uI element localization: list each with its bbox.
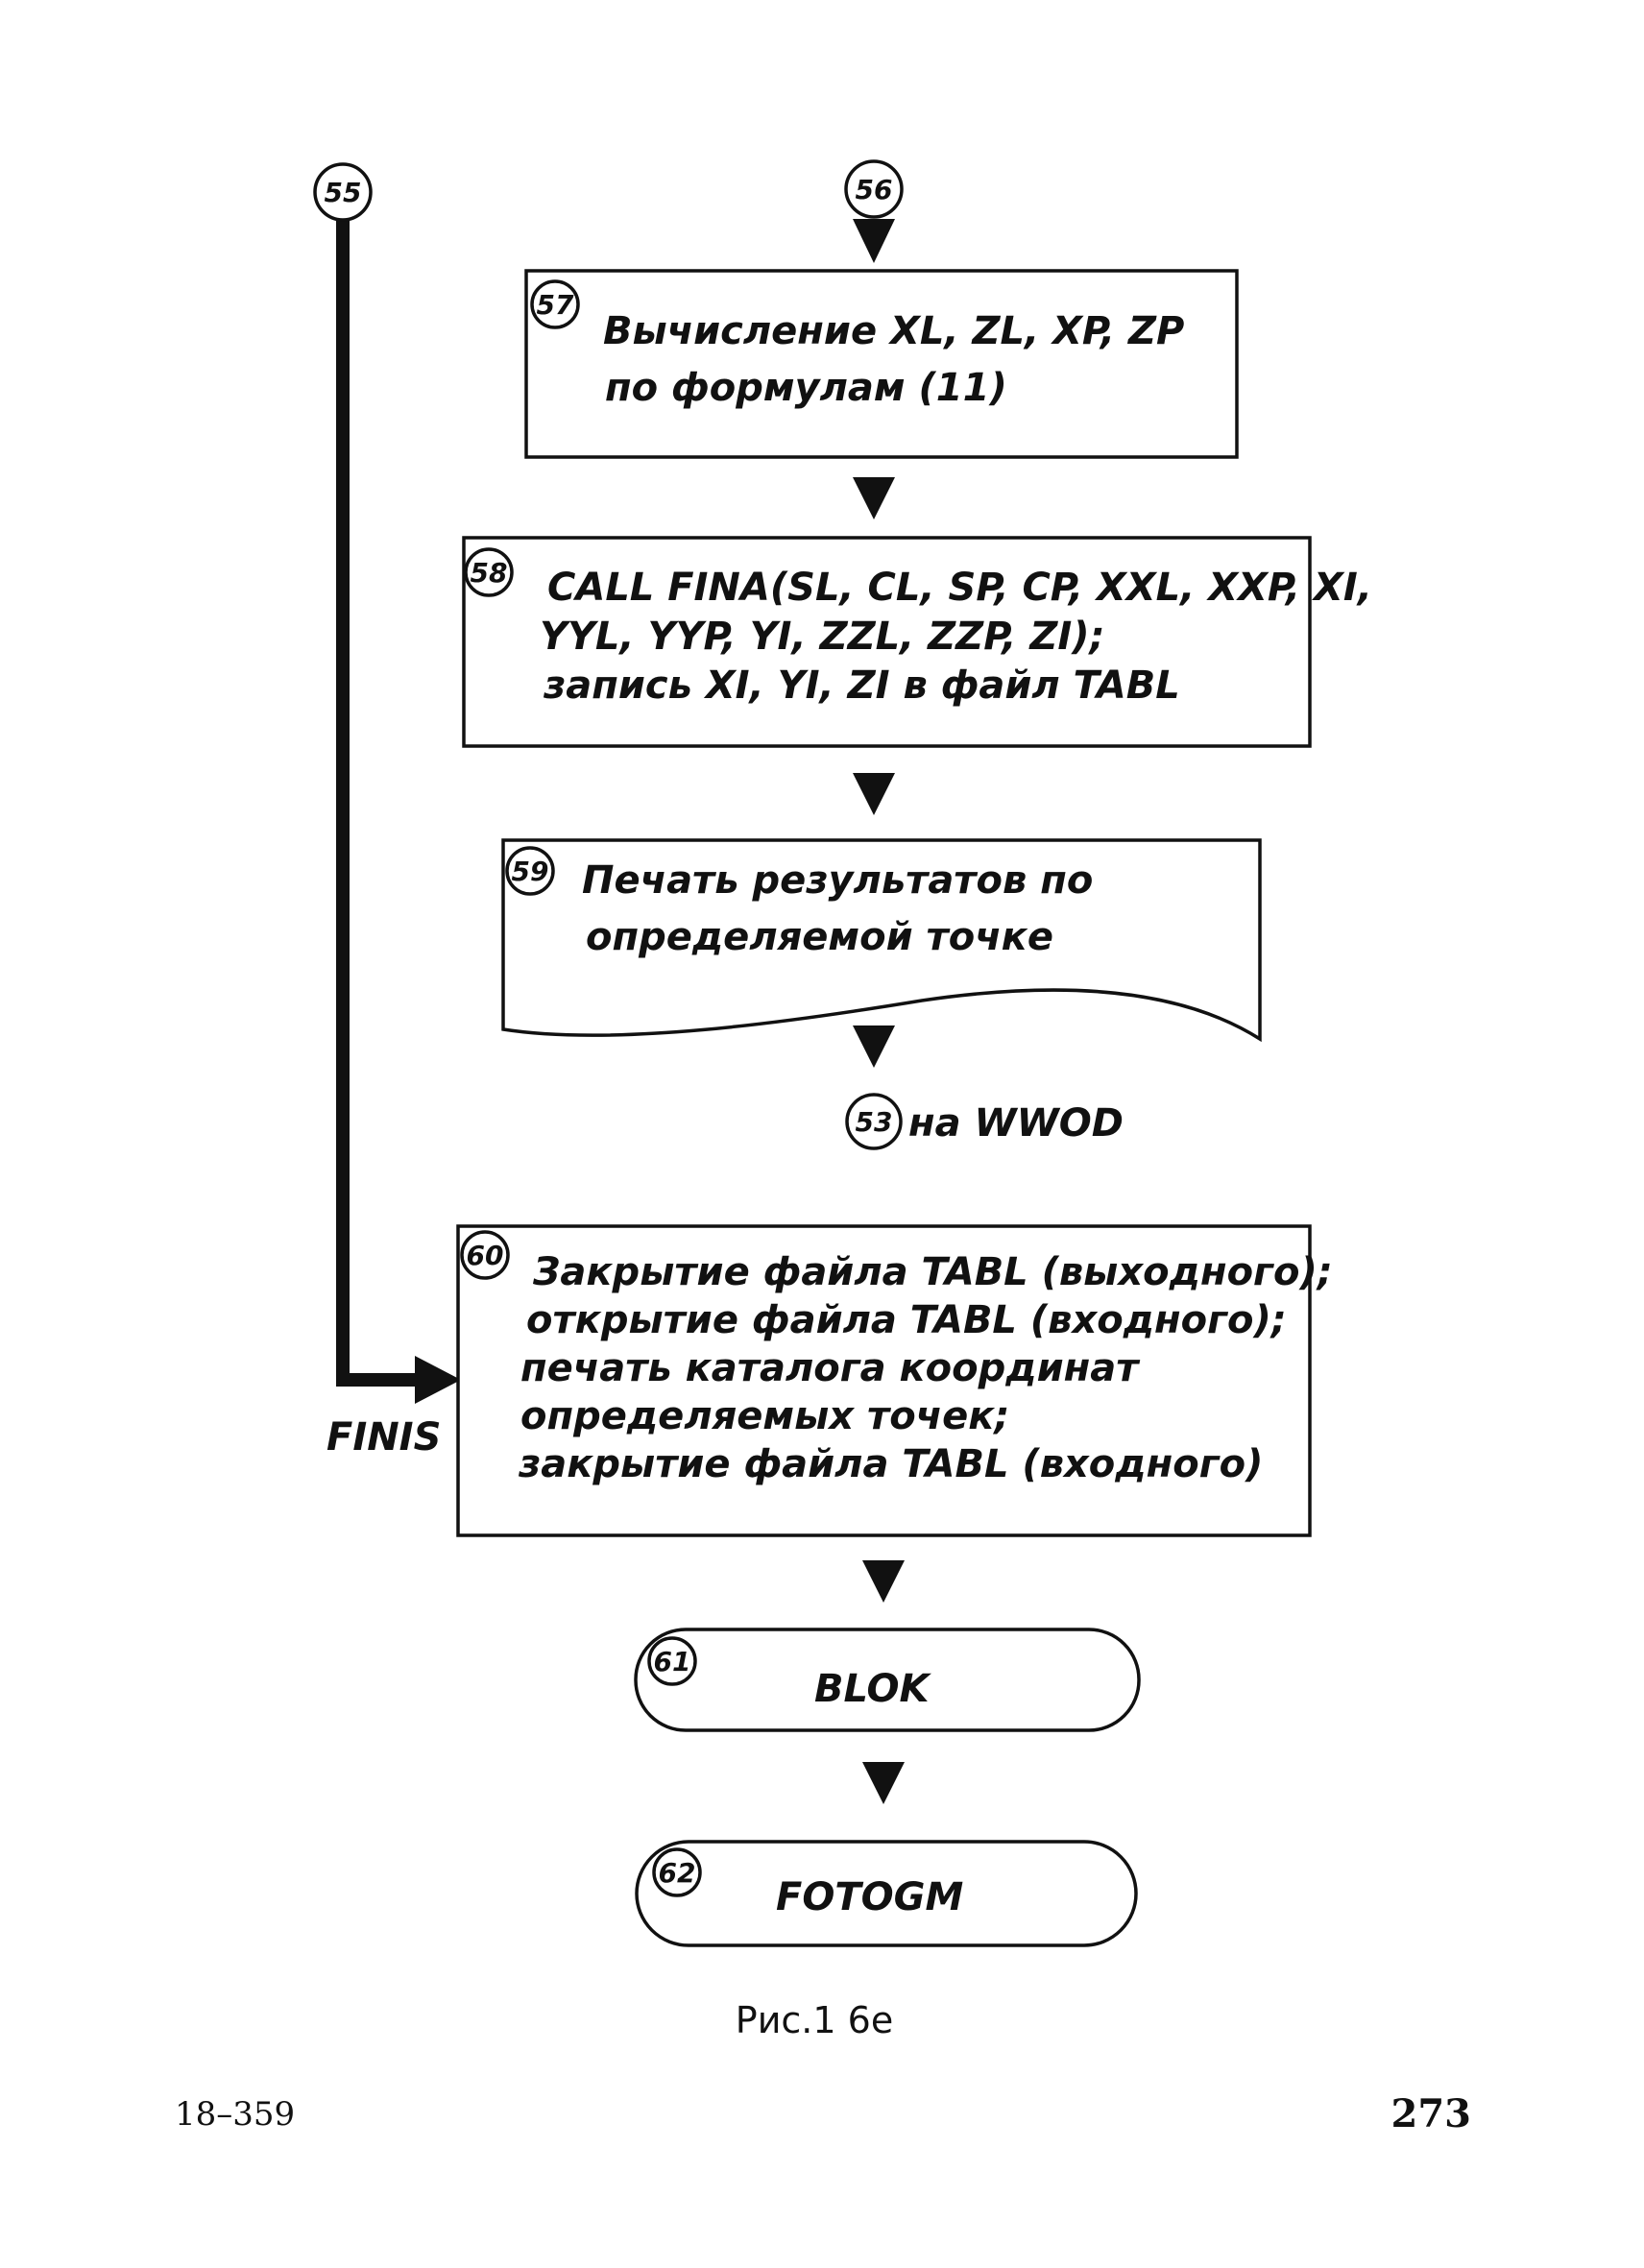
block-57-line-2: по формулам (11) [605, 366, 1007, 410]
block-60-line-1: Закрытие файла TABL (выходного); [532, 1250, 1333, 1294]
process-block-60: 60 Закрытие файла TABL (выходного); откр… [456, 1224, 1333, 1537]
block-60-line-2: открытие файла TABL (входного); [526, 1298, 1287, 1342]
page-number: 273 [1391, 2091, 1472, 2136]
block-58-number: 58 [471, 557, 508, 589]
arrow-down [853, 773, 895, 815]
document-block-59: 59 Печать результатов по определяемой то… [501, 838, 1262, 1043]
arrow-down [862, 1560, 905, 1603]
block-58-line-3: запись XI, YI, ZI в файл TABL [543, 664, 1180, 708]
block-61-label: BLOK [814, 1667, 932, 1711]
block-62-number: 62 [659, 1857, 696, 1889]
connector-53-number: 53 [856, 1106, 893, 1138]
finis-flow-line [336, 219, 461, 1404]
page-signature: 18–359 [175, 2095, 295, 2134]
arrow-down [853, 477, 895, 519]
finis-label: FINIS [326, 1415, 441, 1460]
process-block-58: 58 CALL FINA(SL, CL, SP, CP, XXL, XXP, X… [462, 536, 1372, 748]
connector-53: 53 на WWOD [845, 1093, 1124, 1150]
block-57-line-1: Вычисление XL, ZL, XP, ZP [603, 309, 1184, 353]
connector-53-label: на WWOD [908, 1101, 1124, 1146]
connector-55: 55 [313, 162, 373, 222]
block-59-line-2: определяемой точке [586, 915, 1053, 959]
block-60-line-3: печать каталога координат [520, 1346, 1141, 1390]
block-59-line-1: Печать результатов по [582, 858, 1093, 903]
block-60-number: 60 [467, 1240, 504, 1271]
connector-56: 56 [844, 159, 904, 219]
block-62-label: FOTOGM [776, 1875, 963, 1919]
block-57-number: 57 [537, 289, 574, 321]
process-block-57: 57 Вычисление XL, ZL, XP, ZP по формулам… [524, 269, 1239, 459]
block-58-line-2: YYL, YYP, YI, ZZL, ZZP, ZI); [540, 615, 1104, 659]
arrow-down [853, 219, 895, 263]
arrow-down [853, 1025, 895, 1068]
terminator-block-61: 61 BLOK [634, 1628, 1141, 1732]
block-58-line-1: CALL FINA(SL, CL, SP, CP, XXL, XXP, XI, [547, 566, 1372, 610]
block-59-number: 59 [512, 856, 549, 887]
block-61-number: 61 [654, 1646, 691, 1677]
connector-55-number: 55 [325, 177, 362, 208]
block-60-line-4: определяемых точек; [520, 1394, 1009, 1438]
connector-56-number: 56 [856, 174, 893, 205]
block-60-line-5: закрытие файла TABL (входного) [518, 1442, 1263, 1486]
arrow-down [862, 1762, 905, 1804]
figure-caption: Рис.1 6е [736, 1999, 893, 2041]
terminator-block-62: 62 FOTOGM [635, 1840, 1138, 1947]
